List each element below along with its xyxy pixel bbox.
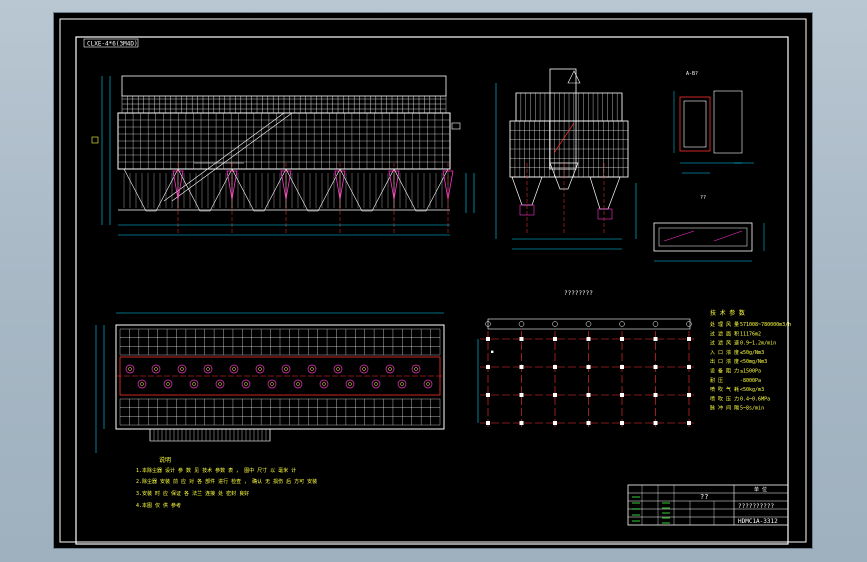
title-name: ?????????? xyxy=(738,503,775,510)
tech-param-value: ≤50g/Nm3 xyxy=(740,350,764,356)
tech-param-value: 11176m2 xyxy=(740,331,761,337)
code-tag: CLXE-4*6(3M4D) xyxy=(87,41,138,48)
front-elevation xyxy=(91,75,475,236)
note-3: 3.安装 时 应 保证 各 法兰 连接 处 密封 良好 xyxy=(136,490,249,497)
tech-param-value: 0.9~1.2m/min xyxy=(740,341,776,347)
code-tag-box xyxy=(83,38,139,48)
section-ab-label: A-B? xyxy=(686,71,698,77)
drawing-frame xyxy=(75,36,789,545)
tech-param-value: 5~8s/min xyxy=(740,406,764,412)
layout-title: ???????? xyxy=(564,290,593,297)
tech-param-label: 处 理 风 量 xyxy=(710,321,739,328)
section-ab: A-B? xyxy=(673,71,754,174)
foundation-layout: ???????? ■ xyxy=(477,290,694,429)
tech-param-value: <50kg/m3 xyxy=(740,387,764,393)
tech-param-label: 喷 吹 气 耗 xyxy=(710,386,739,393)
section-b: ?? xyxy=(653,195,765,262)
tech-param-value: <50mg/Nm3 xyxy=(740,359,767,365)
drawing-sheet: CLXE-4*6(3M4D) xyxy=(54,13,812,548)
title-drawing-no: HDMC1A-3312 xyxy=(738,518,778,525)
sheet-border xyxy=(59,18,807,543)
notes-block: 说明 1.本除尘器 设计 参 数 见 技术 参数 表 ， 图中 尺寸 以 毫米 … xyxy=(136,456,317,509)
title-block: ?? 单 位 ?????????? HDMC1A-3312 xyxy=(627,484,789,526)
note-4: 4.本图 仅 供 参考 xyxy=(136,502,181,509)
cad-drawing: CLXE-4*6(3M4D) xyxy=(59,18,807,545)
tech-param-value: -8000Pa xyxy=(740,378,761,384)
tech-param-label: 耐 压 xyxy=(710,377,723,384)
tech-param-value: 0.4~0.6MPa xyxy=(740,396,770,402)
tech-param-label: 入 口 浓 度 xyxy=(710,349,739,356)
plan-view xyxy=(95,312,445,453)
tech-param-label: 脉 冲 间 隔 xyxy=(710,405,739,412)
layout-callout: ■ xyxy=(491,349,494,354)
tech-param-label: 过 滤 风 速 xyxy=(710,340,739,347)
tech-title: 技 术 参 数 xyxy=(710,309,745,317)
tech-param-value: 571008~780000m3/h xyxy=(740,322,791,328)
tech-param-label: 喷 吹 压 力 xyxy=(710,395,739,402)
title-company: 单 位 xyxy=(754,486,767,493)
tech-param-value: ≤1500Pa xyxy=(740,369,761,375)
notes-title: 说明 xyxy=(159,456,171,464)
side-elevation xyxy=(495,68,637,250)
note-1: 1.本除尘器 设计 参 数 见 技术 参数 表 ， 图中 尺寸 以 毫米 计 xyxy=(136,467,296,474)
tech-param-label: 出 口 浓 度 xyxy=(710,358,739,365)
tech-param-label: 设 备 阻 力 xyxy=(710,368,739,375)
title-project: ?? xyxy=(700,493,708,501)
section-b-label: ?? xyxy=(700,195,706,201)
tech-param-label: 过 滤 面 积 xyxy=(710,330,739,337)
note-2: 2.除尘器 安装 前 应 对 各 部件 进行 检查 ， 确认 无 损伤 后 方可… xyxy=(136,478,317,485)
